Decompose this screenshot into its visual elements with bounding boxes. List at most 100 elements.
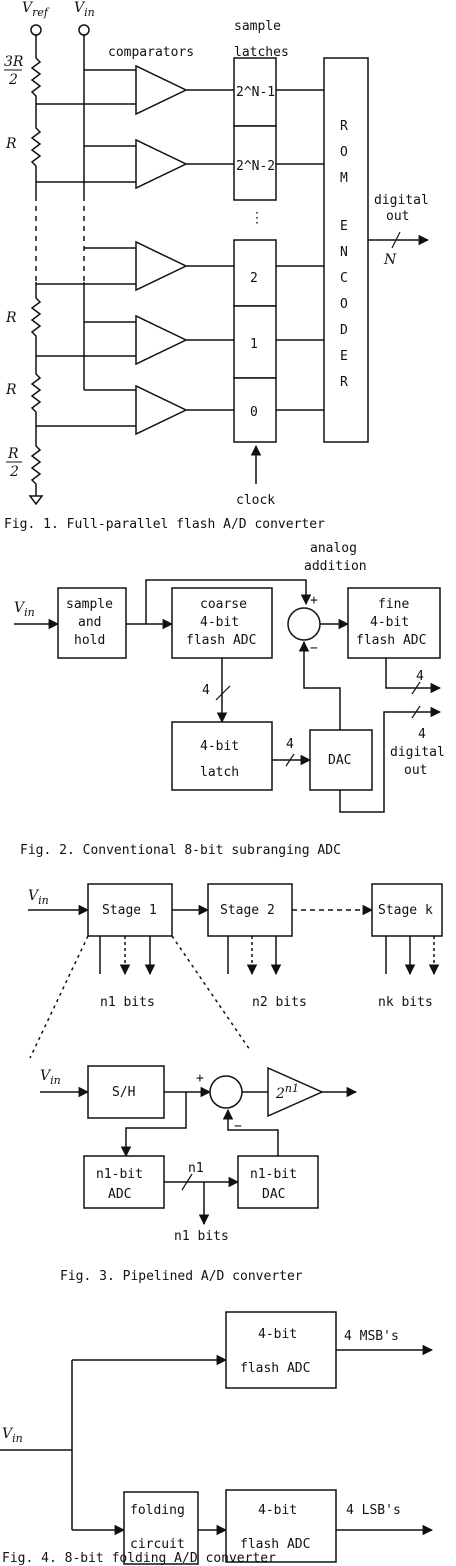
fig2-fine-label-3: flash ADC	[356, 633, 426, 648]
svg-text:E: E	[340, 349, 348, 364]
svg-text:R: R	[340, 375, 348, 390]
fig2-dac-label: DAC	[328, 753, 351, 768]
fig2-minus: −	[310, 641, 318, 656]
svg-text:M: M	[340, 171, 348, 186]
fig4-bottom-adc-box	[225, 1489, 337, 1563]
fig1-latch-2	[233, 125, 277, 201]
fig2-out-4: 4	[418, 727, 426, 742]
fig3-detail-n1bits: n1 bits	[174, 1229, 229, 1244]
fig3-vin-label: Vin	[28, 888, 49, 907]
svg-text:N: N	[340, 245, 348, 260]
fig1-latch-label-2: 2^N-2	[236, 159, 275, 174]
fig2-latch-bits: 4	[286, 737, 294, 752]
fig4-bottom-adc-label-2: flash ADC	[240, 1537, 310, 1552]
fig2-out-out: out	[404, 763, 427, 778]
fig2-vin-label: Vin	[14, 600, 35, 619]
fig1-comparator-1	[36, 64, 234, 116]
fig2-sh-label-3: hold	[74, 633, 105, 648]
fig1-rom-encoder	[323, 57, 369, 443]
fig1-vref-label: Vref	[22, 0, 50, 19]
fig4-folding-label-1: folding	[130, 1503, 185, 1518]
svg-text:⋮: ⋮	[250, 210, 264, 226]
fig3-minus: −	[234, 1119, 242, 1134]
fig3-dac-label-1: n1-bit	[250, 1167, 297, 1182]
fig1-r-top-den: 2	[8, 72, 18, 88]
fig2-fine-label-2: 4-bit	[370, 615, 409, 630]
fig1-rom-letters: R O M E N C O D E R	[340, 119, 348, 390]
fig1-vin-label: Vin	[74, 0, 95, 19]
fig2-coarse-bits: 4	[202, 683, 210, 698]
fig4-top-adc-label-2: flash ADC	[240, 1361, 310, 1376]
fig3-nkbits-label: nk bits	[378, 995, 433, 1010]
fig3-stagek-label: Stage k	[378, 903, 433, 918]
fig1-latch-label-3: 2	[250, 271, 258, 286]
fig3-sh-label: S/H	[112, 1085, 135, 1100]
fig1-r-label-2: R	[5, 310, 17, 326]
fig3-gain-amplifier	[267, 1066, 324, 1118]
fig1-latches-label: latches	[234, 45, 289, 60]
fig1-r-label-1: R	[5, 136, 17, 152]
fig1-comparator-4	[36, 314, 234, 366]
fig3-dac-label-2: DAC	[262, 1187, 285, 1202]
svg-text:C: C	[340, 271, 348, 286]
fig3-adc-label-1: n1-bit	[96, 1167, 143, 1182]
fig1-vin-terminal	[78, 24, 90, 36]
fig1-n-label: N	[383, 252, 397, 268]
fig2-plus: +	[310, 593, 318, 608]
fig2-sh-label-2: and	[78, 615, 101, 630]
fig2-addition-label: addition	[304, 559, 367, 574]
fig2-latch-label-1: 4-bit	[200, 739, 239, 754]
fig4-folding-box	[123, 1491, 199, 1565]
fig2-fine-adc-box	[347, 587, 441, 659]
fig1-comparator-5	[36, 384, 234, 436]
fig1-latch-top	[233, 57, 277, 127]
fig3-stage2-label: Stage 2	[220, 903, 275, 918]
fig2-caption: Fig. 2. Conventional 8-bit subranging AD…	[20, 843, 341, 858]
fig4-bottom-adc-label-1: 4-bit	[258, 1503, 297, 1518]
fig3-n2bits-label: n2 bits	[252, 995, 307, 1010]
fig2-fine-output	[385, 658, 442, 694]
svg-text:O: O	[340, 145, 348, 160]
fig4-folding-adc: Vin 4-bit flash ADC 4 MSB's folding circ…	[0, 1311, 434, 1566]
svg-text:O: O	[340, 297, 348, 312]
fig3-summing-node	[209, 1075, 243, 1109]
svg-text:E: E	[340, 219, 348, 234]
fig3-stage1-box	[87, 883, 173, 937]
fig3-n1bits-label: n1 bits	[100, 995, 155, 1010]
fig1-clock-label: clock	[236, 493, 275, 508]
fig2-dac-box	[309, 729, 373, 791]
fig1-latch-label-4: 1	[250, 337, 258, 352]
fig3-caption: Fig. 3. Pipelined A/D converter	[60, 1269, 303, 1284]
fig1-resistor-ladder	[30, 35, 42, 196]
fig2-coarse-adc-box	[171, 587, 273, 659]
fig2-subranging-adc: analog addition Vin sample and hold coar…	[14, 541, 445, 858]
fig4-vin-label: Vin	[2, 1426, 23, 1445]
svg-text:R: R	[340, 119, 348, 134]
fig4-top-adc-box	[225, 1311, 337, 1389]
fig1-flash-adc: Vref Vin 3R 2 R R R R 2 comparators samp…	[4, 0, 430, 532]
fig4-folding-label-2: circuit	[130, 1537, 185, 1552]
svg-text:D: D	[340, 323, 348, 338]
fig3-stage2-box	[207, 883, 293, 937]
fig2-sh-label-1: sample	[66, 597, 113, 612]
fig4-caption: Fig. 4. 8-bit folding A/D converter	[2, 1551, 276, 1566]
fig2-latch-label-2: latch	[200, 765, 239, 780]
fig3-adc-label-2: ADC	[108, 1187, 131, 1202]
fig1-latch-5	[233, 377, 277, 443]
fig1-caption: Fig. 1. Full-parallel flash A/D converte…	[4, 517, 325, 532]
fig2-fine-bits: 4	[416, 669, 424, 684]
fig2-summing-node	[287, 607, 321, 641]
fig3-stagek-box	[371, 883, 443, 937]
fig2-latch-box	[171, 721, 273, 791]
fig1-comparator-2	[36, 138, 234, 190]
fig2-sample-hold-box	[57, 587, 127, 659]
fig3-detail-vin-label: Vin	[40, 1068, 61, 1087]
fig1-comparators-label: comparators	[108, 45, 194, 60]
fig1-out-label: out	[386, 209, 409, 224]
fig1-comparator-3	[36, 240, 234, 292]
fig1-ground-icon	[28, 495, 44, 506]
fig4-lsb-label: 4 LSB's	[346, 1503, 401, 1518]
fig3-bus-label: n1	[188, 1161, 204, 1176]
fig1-latch-label-1: 2^N-1	[236, 85, 275, 100]
